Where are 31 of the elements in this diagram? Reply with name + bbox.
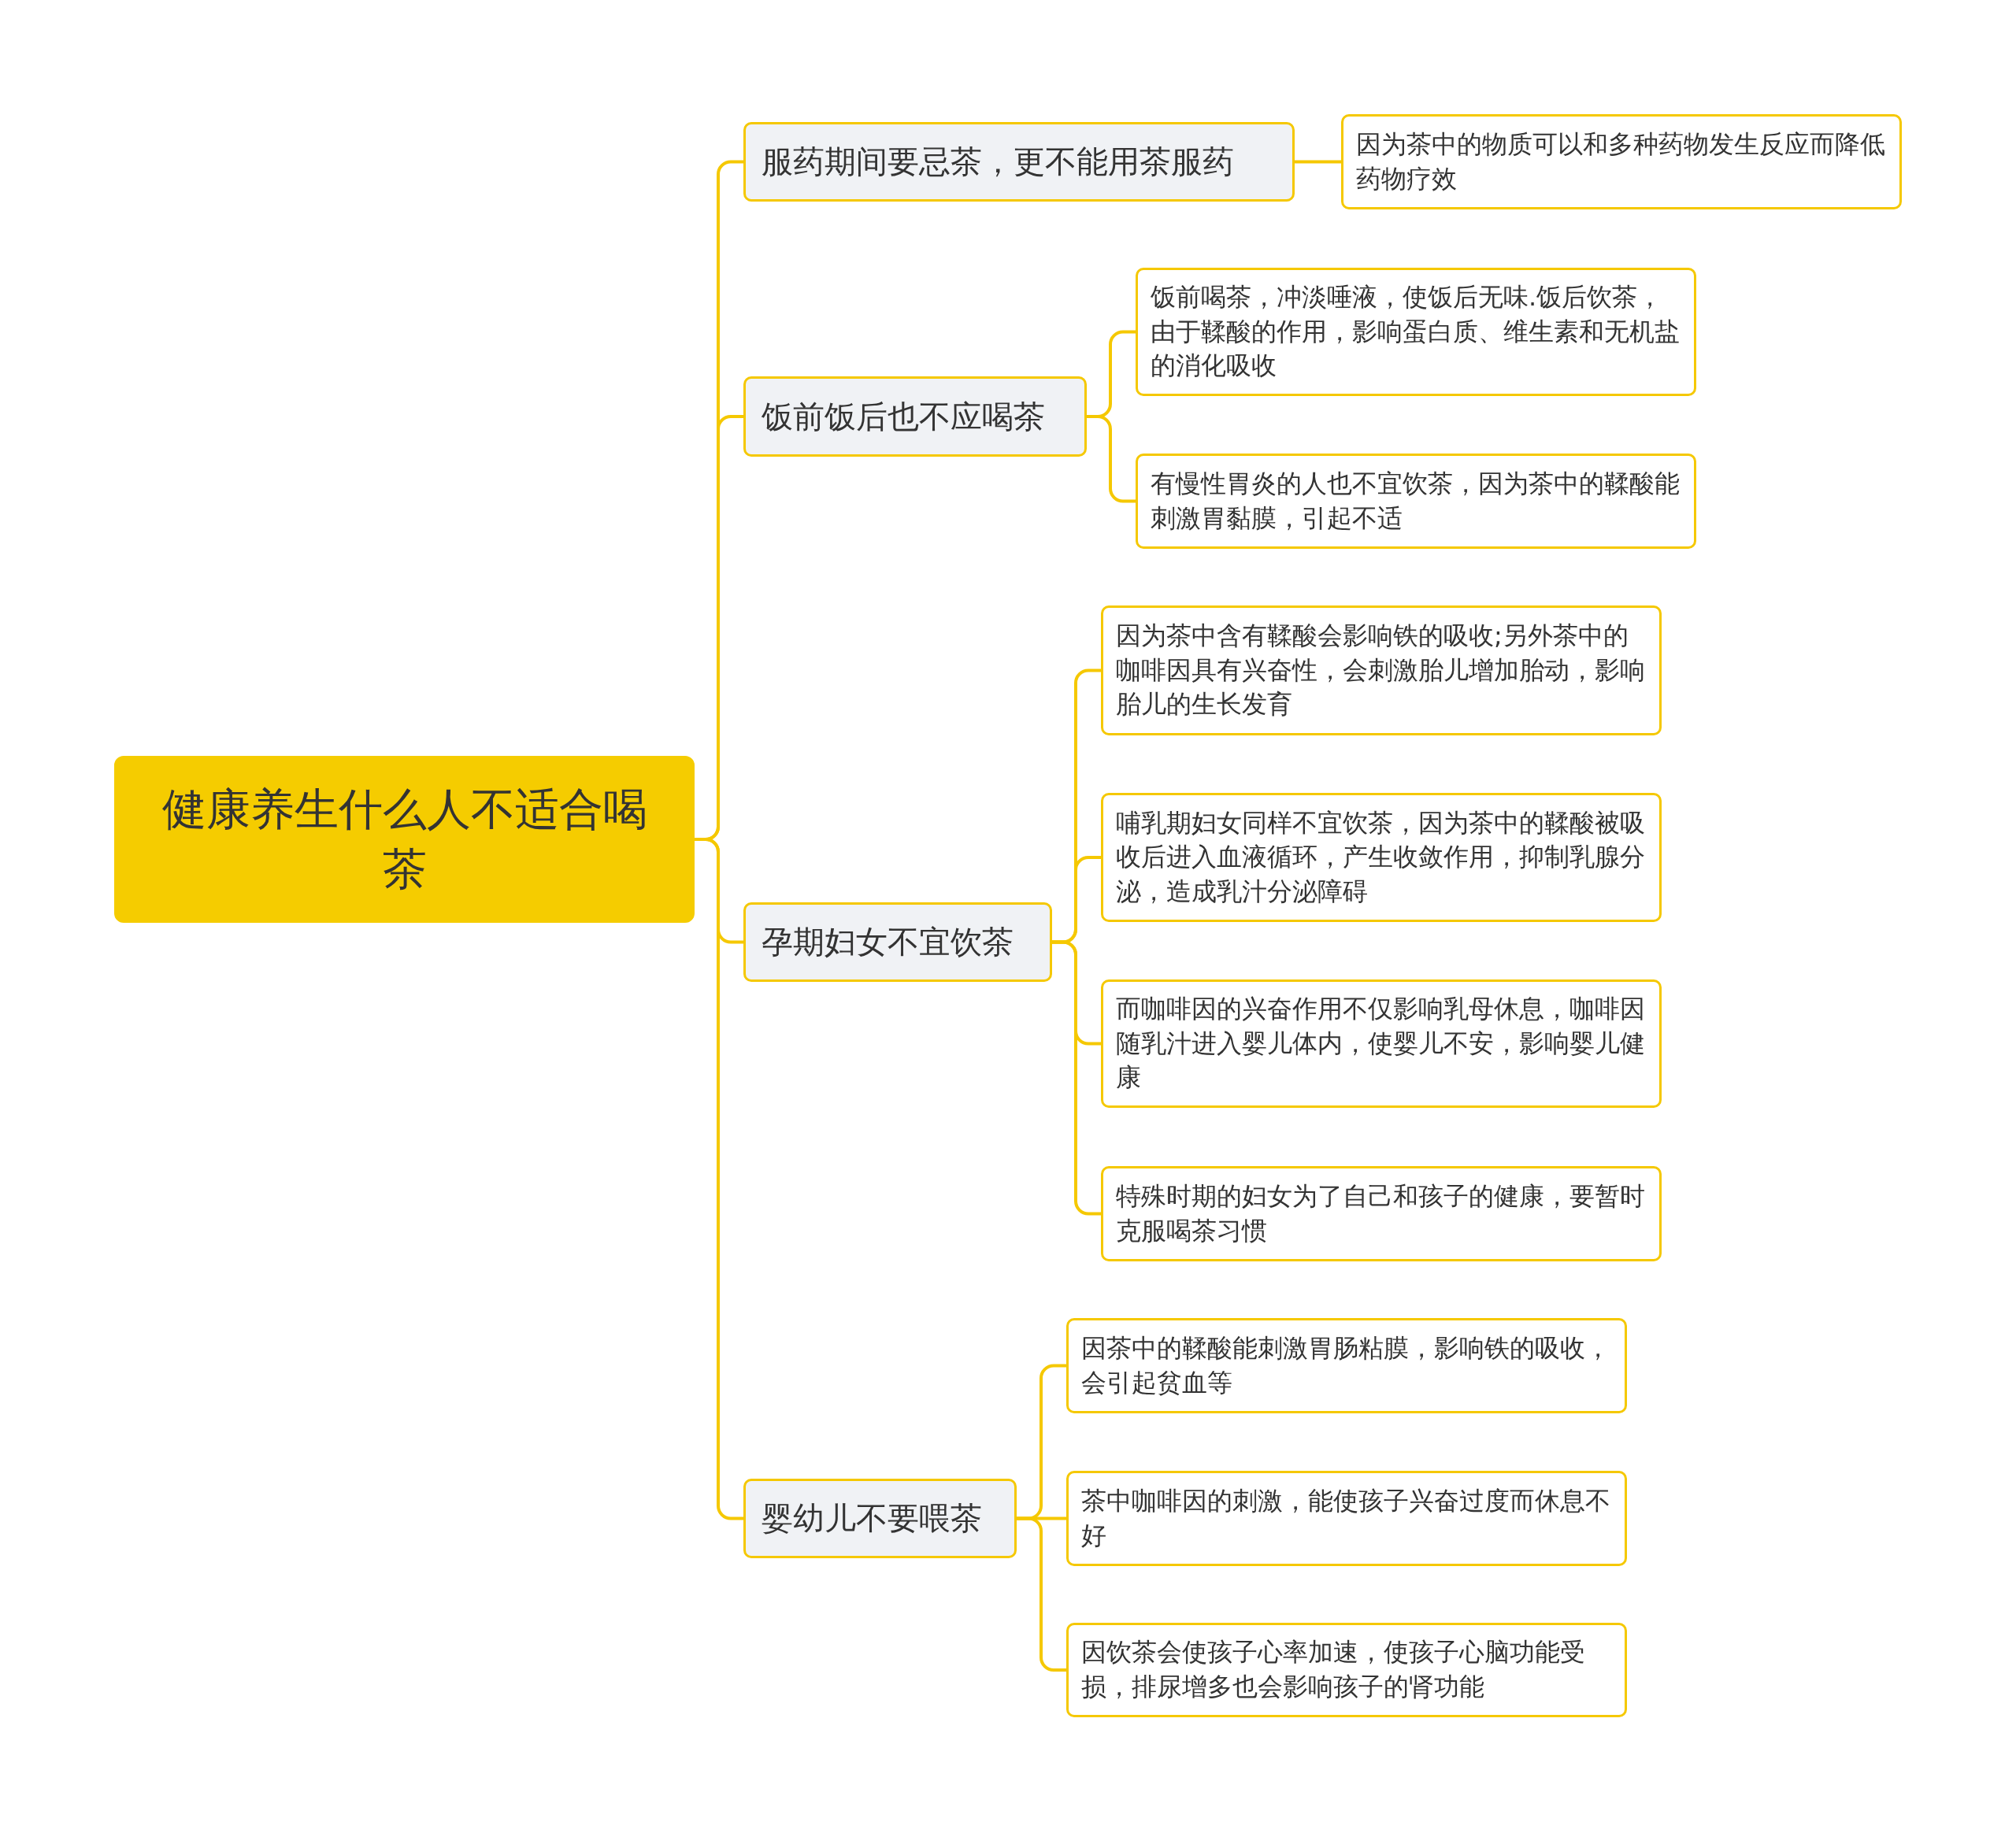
topic-text: 哺乳期妇女同样不宜饮茶，因为茶中的鞣酸被吸收后进入血液循环，产生收敛作用，抑制乳腺分泌，造成乳汁分泌障碍: [1116, 806, 1646, 908]
topic-text: 饭前喝茶，冲淡唾液，使饭后无味.饭后饮茶，由于鞣酸的作用，影响蛋白质、维生素和无机盐的消化吸收: [1151, 281, 1681, 383]
detail-note: [1066, 1623, 1627, 1717]
topic-text: 孕期妇女不宜饮茶: [762, 923, 1014, 961]
detail-note: [1066, 1471, 1627, 1566]
topic-text: 有慢性胃炎的人也不宜饮茶，因为茶中的鞣酸能刺激胃黏膜，引起不适: [1151, 468, 1681, 535]
topic-text: 婴幼儿不要喂茶: [762, 1499, 982, 1538]
topic-text: 茶中咖啡因的刺激，能使孩子兴奋过度而休息不好: [1081, 1485, 1611, 1552]
topic-text: 因茶中的鞣酸能刺激胃肠粘膜，影响铁的吸收，会引起贫血等: [1081, 1332, 1611, 1399]
detail-note: [1341, 114, 1902, 209]
detail-note: [1101, 979, 1662, 1108]
connector-line: [1295, 160, 1341, 164]
detail-note: [1066, 1318, 1627, 1413]
branch-topic: [743, 1479, 1017, 1558]
detail-note: [1136, 454, 1696, 549]
topic-text: 饭前饭后也不应喝茶: [762, 397, 1045, 436]
branch-topic: [743, 122, 1295, 202]
central-topic: [114, 756, 695, 923]
topic-text: 而咖啡因的兴奋作用不仅影响乳母休息，咖啡因随乳汁进入婴儿体内，使婴儿不安，影响婴儿健康: [1116, 993, 1646, 1094]
topic-text: 因饮茶会使孩子心率加速，使孩子心脑功能受损，排尿增多也会影响孩子的肾功能: [1081, 1636, 1586, 1703]
detail-note: [1136, 268, 1696, 396]
topic-text: 健康养生什么人不适合喝茶: [161, 783, 648, 896]
detail-note: [1101, 605, 1662, 735]
branch-topic: [743, 376, 1087, 457]
topic-text: 特殊时期的妇女为了自己和孩子的健康，要暂时克服喝茶习惯: [1116, 1180, 1646, 1247]
topic-text: 因为茶中的物质可以和多种药物发生反应而降低药物疗效: [1356, 128, 1886, 195]
topic-text: 因为茶中含有鞣酸会影响铁的吸收;另外茶中的咖啡因具有兴奋性，会刺激胎儿增加胎动，影响胎儿的生长发育: [1116, 620, 1646, 721]
detail-note: [1101, 1166, 1662, 1261]
topic-text: 服药期间要忌茶，更不能用茶服药: [762, 143, 1234, 181]
branch-topic: [743, 902, 1052, 982]
detail-note: [1101, 793, 1662, 922]
